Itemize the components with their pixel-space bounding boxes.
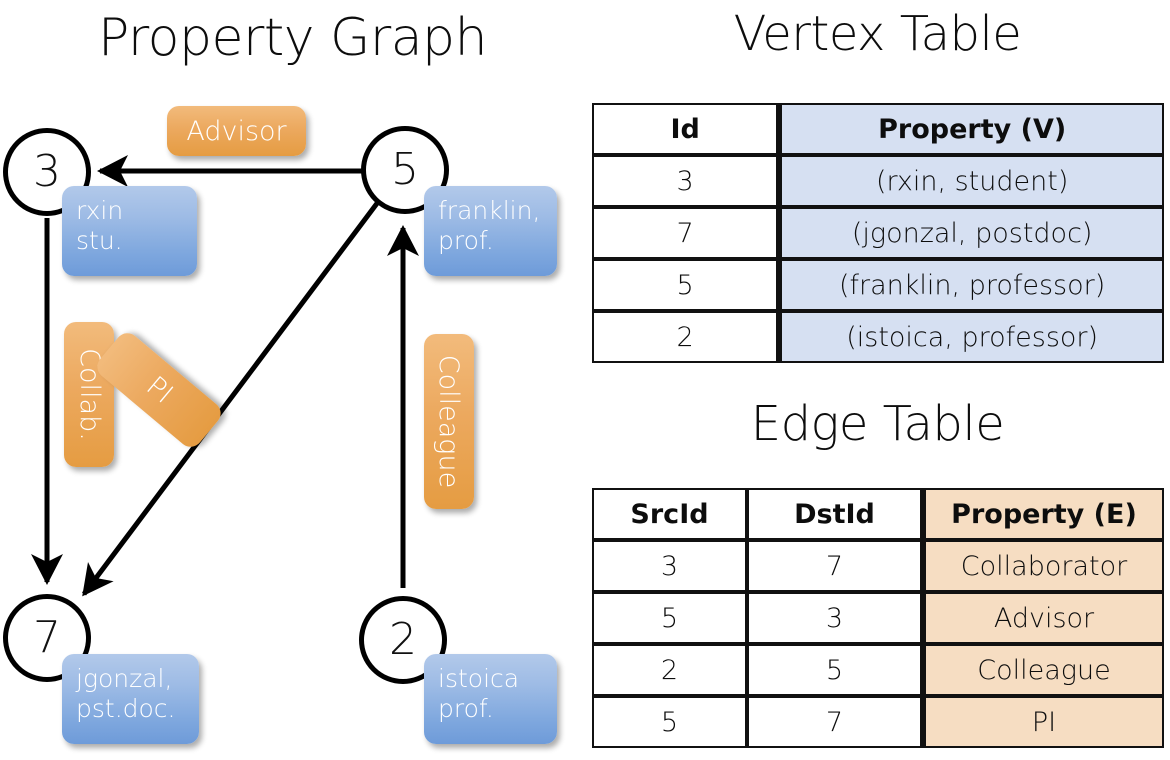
edge-line-5-7	[82, 200, 380, 597]
vertex-cell-property: (istoica, professor)	[778, 311, 1164, 363]
table-row: 2 (istoica, professor)	[592, 311, 1164, 363]
vertex-cell-property: (jgonzal, postdoc)	[778, 207, 1164, 259]
vertex-property-line: stu.	[76, 225, 123, 255]
edge-header-dstid: DstId	[747, 488, 922, 540]
vertex-property-line: prof.	[438, 225, 494, 255]
table-row: 5 3 Advisor	[592, 592, 1164, 644]
edge-label-box-advisor: Advisor	[167, 106, 306, 156]
vertex-cell-id: 2	[592, 311, 779, 363]
vertex-property-line: pst.doc.	[76, 693, 176, 723]
vertex-cell-property: (franklin, professor)	[778, 259, 1164, 311]
edge-label-box-colleague: Colleague	[424, 334, 474, 509]
page-title-vertex-table: Vertex Table	[733, 6, 1022, 62]
table-row: 5 7 PI	[592, 696, 1164, 748]
graph-node-5[interactable]: 5	[361, 126, 449, 214]
edge-cell-property: Colleague	[922, 644, 1164, 696]
edge-header-srcid: SrcId	[592, 488, 747, 540]
edge-cell-srcid: 3	[592, 540, 747, 592]
edge-cell-srcid: 5	[592, 696, 747, 748]
edge-cell-dstid: 7	[747, 540, 922, 592]
edge-cell-srcid: 2	[592, 644, 747, 696]
vertex-property-box-jgonzal: jgonzal, pst.doc.	[62, 654, 199, 744]
edge-label-text: PI	[139, 370, 179, 410]
edge-label-text: Advisor	[186, 115, 287, 147]
vertex-property-line: jgonzal,	[76, 664, 173, 693]
edge-cell-dstid: 7	[747, 696, 922, 748]
vertex-cell-property: (rxin, student)	[778, 155, 1164, 207]
edge-label-text: Colleague	[433, 354, 465, 489]
vertex-header-property: Property (V)	[778, 103, 1164, 155]
vertex-property-box-rxin: rxin stu.	[62, 186, 197, 276]
table-row: 2 5 Colleague	[592, 644, 1164, 696]
vertex-cell-id: 7	[592, 207, 779, 259]
edge-cell-property: Advisor	[922, 592, 1164, 644]
vertex-table: Id Property (V) 3 (rxin, student) 7 (jgo…	[592, 103, 1164, 363]
vertex-property-box-franklin: franklin, prof.	[424, 186, 557, 276]
vertex-cell-id: 3	[592, 155, 779, 207]
edge-cell-dstid: 5	[747, 644, 922, 696]
page-title-edge-table: Edge Table	[750, 396, 1005, 452]
vertex-header-id: Id	[592, 103, 779, 155]
edge-label-box-collab: Collab.	[64, 322, 114, 467]
table-row: 5 (franklin, professor)	[592, 259, 1164, 311]
vertex-property-line: prof.	[438, 693, 494, 723]
edge-cell-property: PI	[922, 696, 1164, 748]
vertex-property-line: franklin,	[438, 196, 541, 225]
edge-cell-dstid: 3	[747, 592, 922, 644]
edge-cell-srcid: 5	[592, 592, 747, 644]
edge-cell-property: Collaborator	[922, 540, 1164, 592]
table-row: 3 (rxin, student)	[592, 155, 1164, 207]
graph-node-2[interactable]: 2	[359, 596, 447, 684]
page-title-property-graph: Property Graph	[97, 8, 488, 68]
table-header-row: Id Property (V)	[592, 103, 1164, 155]
table-row: 7 (jgonzal, postdoc)	[592, 207, 1164, 259]
property-graph-panel: Property Graph 3 5 7 2 rxin stu.	[3, 8, 557, 744]
vertex-property-line: istoica	[438, 664, 520, 693]
edge-header-property: Property (E)	[922, 488, 1164, 540]
edge-table: SrcId DstId Property (E) 3 7 Collaborato…	[592, 488, 1164, 748]
table-row: 3 7 Collaborator	[592, 540, 1164, 592]
graph-edges-svg	[31, 155, 419, 597]
table-header-row: SrcId DstId Property (E)	[592, 488, 1164, 540]
vertex-cell-id: 5	[592, 259, 779, 311]
vertex-property-line: rxin	[76, 196, 124, 225]
vertex-property-box-istoica: istoica prof.	[424, 654, 557, 744]
